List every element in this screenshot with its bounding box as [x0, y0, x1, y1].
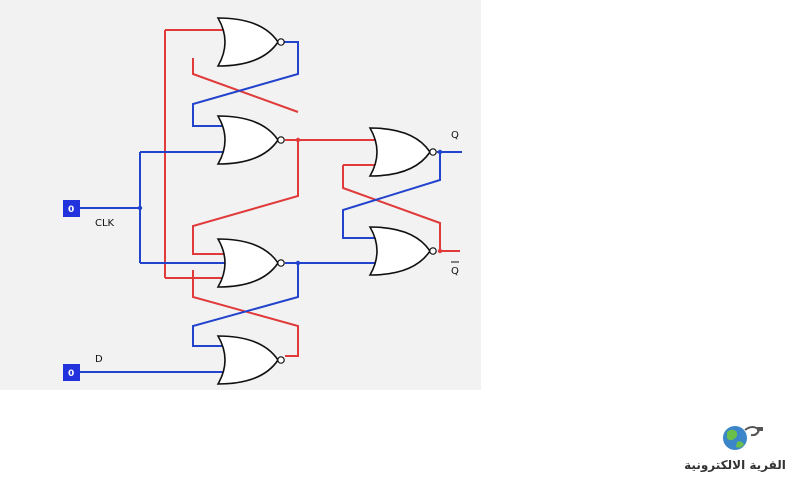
nor-gate-1	[216, 17, 285, 67]
q-bar-output-label: Q	[451, 266, 459, 277]
junction-dots	[137, 137, 443, 266]
site-logo: القرية الالكترونية	[679, 418, 791, 478]
d-input-value: 0	[68, 369, 74, 379]
clk-input-switch[interactable]: 0	[63, 200, 80, 217]
blue-wires	[80, 41, 462, 373]
nor-gate-4	[216, 335, 285, 385]
nor-gate-6	[368, 226, 437, 276]
circuit-diagram-panel: 0 CLK 0 D Q Q	[0, 0, 481, 390]
d-label: D	[95, 354, 103, 365]
dff-circuit-diagram: 0 CLK 0 D Q Q	[63, 17, 462, 385]
globe-plug-icon	[723, 426, 763, 450]
red-wires	[164, 29, 460, 357]
nor-gate-2	[216, 115, 285, 165]
d-input-switch[interactable]: 0	[63, 364, 80, 381]
q-output-label: Q	[451, 130, 459, 141]
nor-gate-5	[368, 127, 437, 177]
nor-gate-3	[216, 238, 285, 288]
logo-text: القرية الالكترونية	[684, 458, 786, 472]
clk-input-value: 0	[68, 205, 74, 215]
q-bar-output-label-group: Q	[451, 261, 459, 277]
clk-label: CLK	[95, 218, 115, 229]
